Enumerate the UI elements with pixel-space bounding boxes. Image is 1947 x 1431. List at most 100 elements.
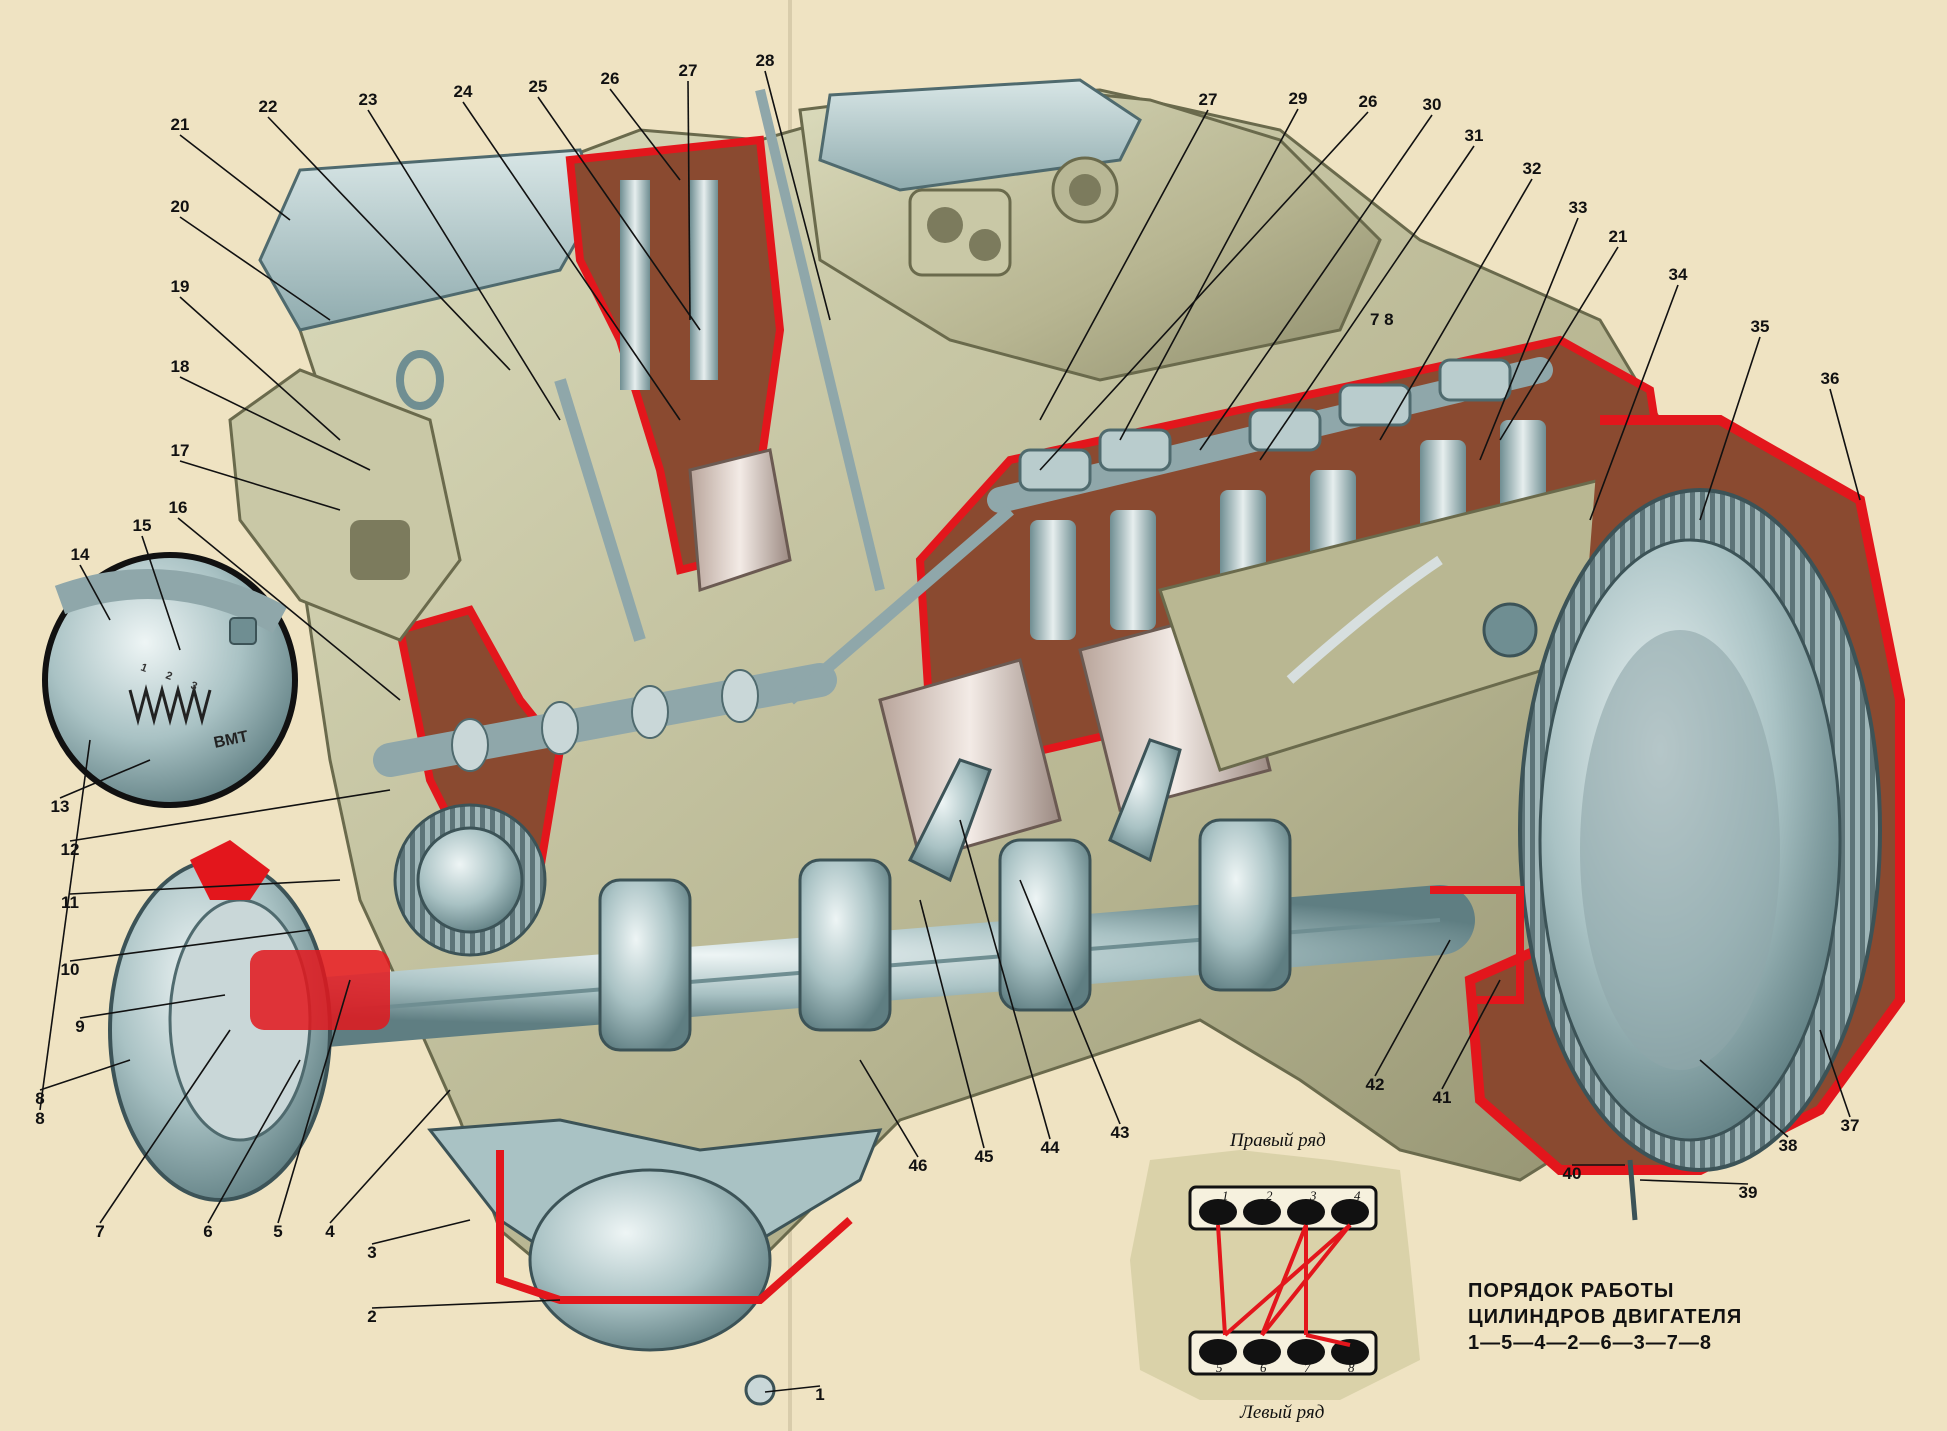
leader-line-c23 xyxy=(367,109,561,421)
leader-line-c8a xyxy=(39,739,91,1111)
distributor-hole xyxy=(1069,174,1101,206)
drain-plug xyxy=(744,1374,776,1406)
callout-c9: 9 xyxy=(75,1017,84,1036)
callout-c10: 10 xyxy=(61,960,80,979)
oil-filter xyxy=(528,1168,772,1352)
callout-c33: 33 xyxy=(1569,198,1588,217)
left-valve-spring-2 xyxy=(690,180,718,380)
callout-c18: 18 xyxy=(171,357,190,376)
engine-illustration: 7 8 xyxy=(108,78,1905,1406)
leader-line-c41 xyxy=(1441,979,1501,1090)
callout-c21b: 21 xyxy=(1609,227,1628,246)
right-cylinder-3 xyxy=(1287,1199,1325,1225)
left-valve-spring xyxy=(620,180,650,390)
right-cylinder-1 xyxy=(1199,1199,1237,1225)
lifting-eye xyxy=(396,350,444,410)
leader-line-c32 xyxy=(1379,178,1533,441)
exhaust-port xyxy=(350,520,410,580)
leader-line-c10 xyxy=(69,929,311,962)
callout-c21a: 21 xyxy=(171,115,190,134)
callout-c3: 3 xyxy=(367,1243,376,1262)
leader-line-c26a xyxy=(609,88,681,181)
firing-arrow-6 xyxy=(1305,1333,1351,1347)
firing-arrow-4 xyxy=(1260,1224,1308,1336)
leader-line-c43 xyxy=(1019,879,1121,1125)
firing-order-title-line2: ЦИЛИНДРОВ ДВИГАТЕЛЯ xyxy=(1468,1306,1742,1328)
callout-c46: 46 xyxy=(909,1156,928,1175)
left-piston xyxy=(688,448,792,593)
leader-line-c36 xyxy=(1829,388,1861,501)
callout-c6: 6 xyxy=(203,1222,212,1241)
air-filter-mount-cover xyxy=(818,78,1142,192)
leader-line-c21a xyxy=(179,134,291,221)
callout-c7: 7 xyxy=(95,1222,104,1241)
right-cylinder-number-4: 4 xyxy=(1354,1188,1361,1203)
callout-c25: 25 xyxy=(529,77,548,96)
leader-line-c19 xyxy=(179,296,341,441)
left-row-box xyxy=(1188,1330,1378,1376)
leader-line-c5 xyxy=(277,979,351,1224)
left-cylinder-7 xyxy=(1287,1339,1325,1365)
inset-bolt xyxy=(229,617,257,645)
left-cylinder-number-7: 7 xyxy=(1304,1360,1311,1375)
left-cylinder-8 xyxy=(1331,1339,1369,1365)
right-cylinder-number-2: 2 xyxy=(1266,1188,1273,1203)
inset-timing-cover xyxy=(54,569,288,634)
leader-line-c18 xyxy=(179,376,371,471)
leader-line-c44 xyxy=(959,819,1051,1140)
callout-c28: 28 xyxy=(756,51,775,70)
callout-c32: 32 xyxy=(1523,159,1542,178)
callout-c43: 43 xyxy=(1111,1123,1130,1142)
callout-c26a: 26 xyxy=(601,69,620,88)
callout-c1: 1 xyxy=(815,1385,824,1404)
leader-line-c12 xyxy=(69,789,391,842)
callout-c45: 45 xyxy=(975,1147,994,1166)
leader-line-c30 xyxy=(1199,114,1433,451)
callout-c31: 31 xyxy=(1465,126,1484,145)
callout-c14: 14 xyxy=(71,545,90,564)
leader-line-c11 xyxy=(69,879,341,895)
leader-line-c15 xyxy=(141,535,181,651)
leader-line-c31 xyxy=(1259,145,1475,461)
leader-line-c33 xyxy=(1479,217,1579,461)
callout-c29: 29 xyxy=(1289,89,1308,108)
left-cylinder-6 xyxy=(1243,1339,1281,1365)
leader-line-c14 xyxy=(79,564,111,621)
leader-line-c3 xyxy=(371,1219,471,1245)
crank-throws xyxy=(598,818,1292,1052)
leader-line-c27a xyxy=(687,80,691,321)
callout-c15: 15 xyxy=(133,516,152,535)
leader-line-c17 xyxy=(179,460,341,511)
leader-line-c34 xyxy=(1589,284,1679,521)
leader-line-c29 xyxy=(1119,108,1299,441)
callout-c34: 34 xyxy=(1669,265,1688,284)
callout-c4: 4 xyxy=(325,1222,335,1241)
leader-line-c8b xyxy=(39,1059,131,1091)
leader-line-c1 xyxy=(764,1385,821,1393)
callout-c27a: 27 xyxy=(679,61,698,80)
leader-line-c25 xyxy=(537,96,701,331)
leader-line-c20 xyxy=(179,216,331,321)
left-cylinder-number-8: 8 xyxy=(1348,1360,1355,1375)
leader-line-c22 xyxy=(267,116,511,371)
firing-order-title-line1: ПОРЯДОК РАБОТЫ xyxy=(1468,1280,1674,1302)
callout-c38: 38 xyxy=(1779,1136,1798,1155)
pushrod-right xyxy=(786,505,1014,705)
firing-arrow-1 xyxy=(1216,1224,1227,1336)
callout-leader-lines xyxy=(39,70,1861,1393)
callout-c17: 17 xyxy=(171,441,190,460)
leader-line-c4 xyxy=(329,1089,451,1224)
right-cylinder-2 xyxy=(1243,1199,1281,1225)
leader-line-c7 xyxy=(99,1029,231,1224)
left-cylinder-number-5: 5 xyxy=(1216,1360,1223,1375)
callout-c26b: 26 xyxy=(1359,92,1378,111)
leader-line-c39 xyxy=(1639,1179,1749,1185)
right-cylinder-4 xyxy=(1331,1199,1369,1225)
leader-line-c26b xyxy=(1039,111,1369,471)
block-cylinder-numbers: 7 8 xyxy=(1370,310,1394,329)
inset-timing-scale: 1 2 3 xyxy=(128,662,212,726)
ignition-wire xyxy=(1286,555,1443,684)
